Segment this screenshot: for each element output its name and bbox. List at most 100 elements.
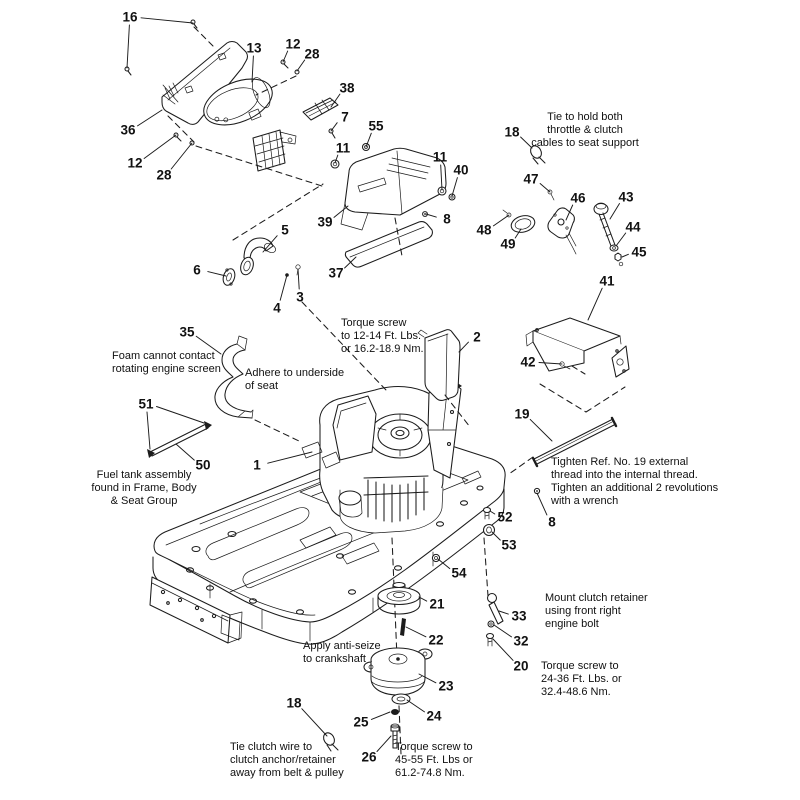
exhaust-gasket xyxy=(222,268,236,286)
blower-housing-cover xyxy=(340,147,447,231)
part-callout-35: 35 xyxy=(179,324,195,340)
part-callout-24: 24 xyxy=(426,708,442,724)
part-callout-12: 12 xyxy=(285,36,301,52)
part-callout-8: 8 xyxy=(443,211,451,227)
annotation-line: or 16.2-18.9 Nm. xyxy=(341,342,424,355)
annotation-line: Torque screw to xyxy=(541,660,619,672)
lift-rod xyxy=(531,416,618,468)
engine xyxy=(301,385,452,534)
part-callout-28: 28 xyxy=(156,167,172,183)
part-callout-12: 12 xyxy=(127,155,143,171)
annotation-line: of seat xyxy=(245,379,279,392)
part-callout-18: 18 xyxy=(504,124,520,140)
part-callout-50: 50 xyxy=(195,457,211,473)
annotation-line: Torque screw to xyxy=(395,741,473,753)
part-callout-26: 26 xyxy=(361,749,377,765)
annotation-line: Tighten Ref. No. 19 external xyxy=(551,456,689,468)
foam-strip xyxy=(214,335,254,419)
annotation-line: 24-36 Ft. Lbs. or xyxy=(541,672,622,685)
valve-cover xyxy=(332,395,377,461)
assembly-axis-lines xyxy=(167,26,626,755)
part-callout-16: 16 xyxy=(122,9,138,25)
annotation-line: Apply anti-seize xyxy=(303,640,381,652)
part-callout-41: 41 xyxy=(599,273,615,289)
part-callout-48: 48 xyxy=(476,222,492,238)
starter xyxy=(338,490,362,506)
annotation-line: to 12-14 Ft. Lbs. xyxy=(341,329,422,342)
part-callout-40: 40 xyxy=(453,162,469,178)
part-callout-55: 55 xyxy=(368,118,384,134)
fuel-line xyxy=(147,421,212,458)
shaft-key xyxy=(400,618,406,636)
annotation-line: rotating engine screen xyxy=(112,362,221,375)
annotation-line: engine bolt xyxy=(545,617,599,630)
part-callout-1: 1 xyxy=(253,457,261,473)
part-callout-52: 52 xyxy=(497,509,513,525)
part-callout-44: 44 xyxy=(625,219,641,235)
cover-panel xyxy=(344,221,433,268)
clutch-hardware xyxy=(390,693,411,749)
part-callout-32: 32 xyxy=(513,633,529,649)
part-callout-49: 49 xyxy=(500,236,516,252)
exhaust-pipe xyxy=(240,237,276,276)
part-callout-23: 23 xyxy=(438,678,454,694)
annotation-line: Tighten an additional 2 revolutions xyxy=(551,481,719,494)
annotation-line: found in Frame, Body xyxy=(91,481,197,494)
annotation-line: Foam cannot contact xyxy=(112,350,215,362)
annotation-line: away from belt & pulley xyxy=(230,766,344,779)
annotation-line: 32.4-48.6 Nm. xyxy=(541,685,611,698)
part-callout-36: 36 xyxy=(120,122,136,138)
part-callout-8: 8 xyxy=(548,514,556,530)
part-callout-33: 33 xyxy=(511,608,527,624)
annotation-line: with a wrench xyxy=(551,494,619,507)
part-callout-13: 13 xyxy=(246,40,262,56)
part-callout-18: 18 xyxy=(286,695,302,711)
part-callout-46: 46 xyxy=(570,190,586,206)
part-callout-43: 43 xyxy=(618,189,634,205)
part-callout-47: 47 xyxy=(523,171,539,187)
part-callout-21: 21 xyxy=(429,596,445,612)
annotation-line: to crankshaft xyxy=(303,652,366,665)
annotation-line: thread into the internal thread. xyxy=(551,468,698,481)
part-callout-54: 54 xyxy=(451,565,467,581)
annotation-line: using front right xyxy=(545,604,621,617)
part-callout-45: 45 xyxy=(631,244,647,260)
annotation-line: 45-55 Ft. Lbs or xyxy=(395,753,473,766)
clutch-wire-tie xyxy=(323,732,339,752)
part-callout-20: 20 xyxy=(513,658,529,674)
leader-lines xyxy=(126,17,629,752)
annotation-line: Tie clutch wire to xyxy=(230,741,313,753)
part-callout-28: 28 xyxy=(304,46,320,62)
part-callout-5: 5 xyxy=(281,222,289,238)
annotation-line: Torque screw xyxy=(341,317,407,329)
annotation-line: Fuel tank assembly xyxy=(96,469,192,481)
annotation-line: clutch anchor/retainer xyxy=(230,753,336,766)
part-callout-25: 25 xyxy=(353,714,369,730)
part-callout-11: 11 xyxy=(432,149,448,165)
electric-clutch xyxy=(363,647,433,696)
annotation-line: Tie to hold both xyxy=(547,111,623,123)
part-callout-37: 37 xyxy=(328,265,344,281)
part-callout-3: 3 xyxy=(296,289,304,305)
cable-tie xyxy=(530,145,546,165)
part-callout-51: 51 xyxy=(138,396,154,412)
part-callout-4: 4 xyxy=(273,300,281,316)
part-callout-53: 53 xyxy=(501,537,517,553)
annotation-line: Mount clutch retainer xyxy=(545,592,648,604)
deflector-bracket xyxy=(525,317,630,378)
part-callout-6: 6 xyxy=(193,262,201,278)
annotation-line: 61.2-74.8 Nm. xyxy=(395,766,465,779)
heat-shield xyxy=(252,97,339,172)
part-callout-7: 7 xyxy=(341,109,349,125)
